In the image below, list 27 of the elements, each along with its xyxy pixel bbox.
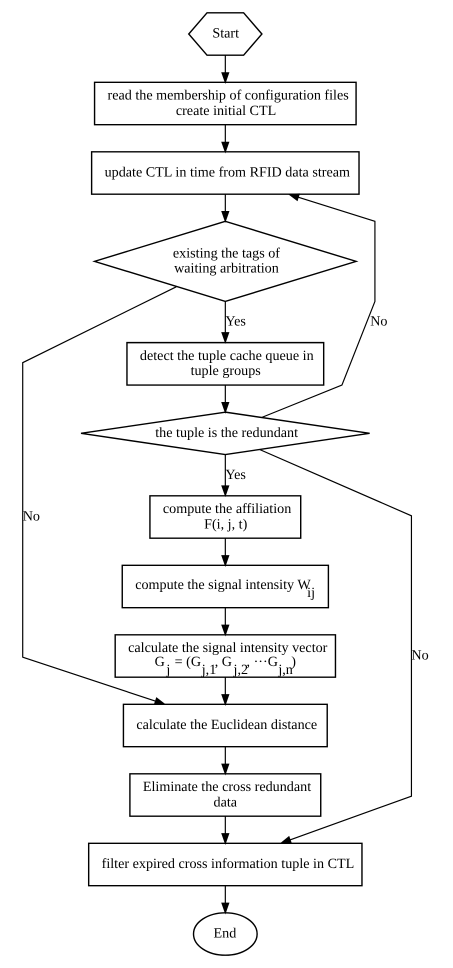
- node-box: calculate the Euclidean distance: [122, 704, 328, 748]
- edge-label: No: [370, 314, 388, 330]
- arrow: [260, 449, 412, 844]
- node-box: detect the tuple cache queue in tuple groups: [126, 342, 324, 386]
- arrow: [221, 608, 230, 636]
- arrow: [221, 385, 230, 414]
- arrow: [221, 886, 230, 914]
- node-box: compute the affiliation F(i, j, t): [149, 495, 302, 539]
- node-ellipse: End: [192, 912, 258, 956]
- arrow: [221, 816, 230, 845]
- arrow: [221, 124, 230, 154]
- node-box: update CTL in time from RFID data stream: [90, 151, 360, 195]
- arrow: [221, 302, 230, 344]
- edge-label: No: [411, 648, 429, 664]
- node-diamond: the tuple is the redundant: [80, 411, 370, 456]
- arrow: [221, 677, 230, 706]
- node-box: Eliminate the cross redundant data: [129, 773, 322, 817]
- node-box: read the membership of configuration files create initial CTL: [94, 82, 357, 126]
- node-diamond: existing the tags of waiting arbitration: [92, 220, 358, 302]
- arrow: [262, 193, 376, 418]
- arrow: [221, 55, 230, 84]
- arrow: [221, 746, 230, 776]
- arrow: [221, 194, 230, 223]
- arrow: [221, 454, 230, 498]
- node-box: filter expired cross information tuple in CTL: [88, 842, 363, 886]
- arrow: [221, 538, 230, 567]
- arrow: [22, 286, 177, 705]
